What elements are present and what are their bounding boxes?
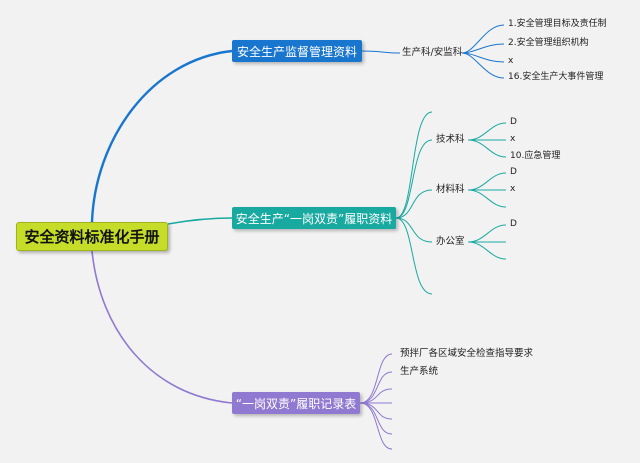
leaf-item[interactable]: D [510,219,517,229]
root-topic[interactable]: 安全资料标准化手册 [16,222,168,251]
connector-b2-sub3 [395,217,433,243]
branch-supervision-management[interactable]: 安全生产监督管理资料 [232,40,362,62]
connector-b3-sub1 [359,353,393,404]
connector-b1-sub1 [361,50,401,54]
leaf-item[interactable]: x [510,184,516,194]
connector-sub2-d [467,172,507,191]
connector-b2-sub1 [395,139,433,219]
subtopic-office[interactable]: 办公室 [436,236,465,247]
connector-root-b1 [90,49,233,223]
leaf-item[interactable]: 16.安全生产大事件管理 [508,72,604,82]
subtopic-production-safety-dept[interactable]: 生产科/安监科 [402,47,463,58]
leaf-item[interactable]: x [508,56,514,66]
connector-b3-stub1 [359,388,393,404]
connector-b3-sub2 [359,371,393,404]
subtopic-technical-dept[interactable]: 技术科 [436,134,465,145]
leaf-item[interactable]: x [510,134,516,144]
connector-root-b2 [167,217,233,225]
branch-label: 安全生产“一岗双责”履职资料 [235,211,393,226]
connector-sub2-stub [467,189,507,208]
subtopic-production-system[interactable]: 生产系统 [400,366,439,377]
leaf-item[interactable]: D [510,117,517,127]
leaf-item[interactable]: D [510,167,517,177]
connector-sub1-d [467,122,507,141]
subtopic-materials-dept[interactable]: 材料科 [436,184,465,195]
connector-sub1-leaf4 [461,52,505,79]
connector-b2-stub-top [395,111,433,219]
leaf-item[interactable]: 1.安全管理目标及责任制 [508,19,607,29]
connector-sub1-leaf2 [461,43,505,54]
connector-b2-sub2 [395,189,433,219]
leaf-item[interactable]: 10.应急管理 [510,151,561,161]
connector-sub3-d [467,224,507,243]
leaf-item[interactable]: 2.安全管理组织机构 [508,38,589,48]
connector-b2-stub-bottom [395,217,433,295]
branch-duty-performance[interactable]: 安全生产“一岗双责”履职资料 [232,207,396,229]
connector-b3-stub5 [359,402,393,450]
branch-label: “一岗双责”履职记录表 [235,396,357,411]
branch-label: 安全生产监督管理资料 [236,44,357,59]
connector-sub1-10 [467,139,507,158]
root-topic-label: 安全资料标准化手册 [24,228,160,246]
subtopic-area-inspection-guide[interactable]: 预拌厂各区域安全检查指导要求 [400,348,534,359]
connector-sub3-stub2 [467,241,507,260]
connector-sub1-leaf1 [461,24,505,54]
branch-duty-record[interactable]: “一岗双责”履职记录表 [232,392,360,414]
connector-root-b3 [91,250,233,404]
